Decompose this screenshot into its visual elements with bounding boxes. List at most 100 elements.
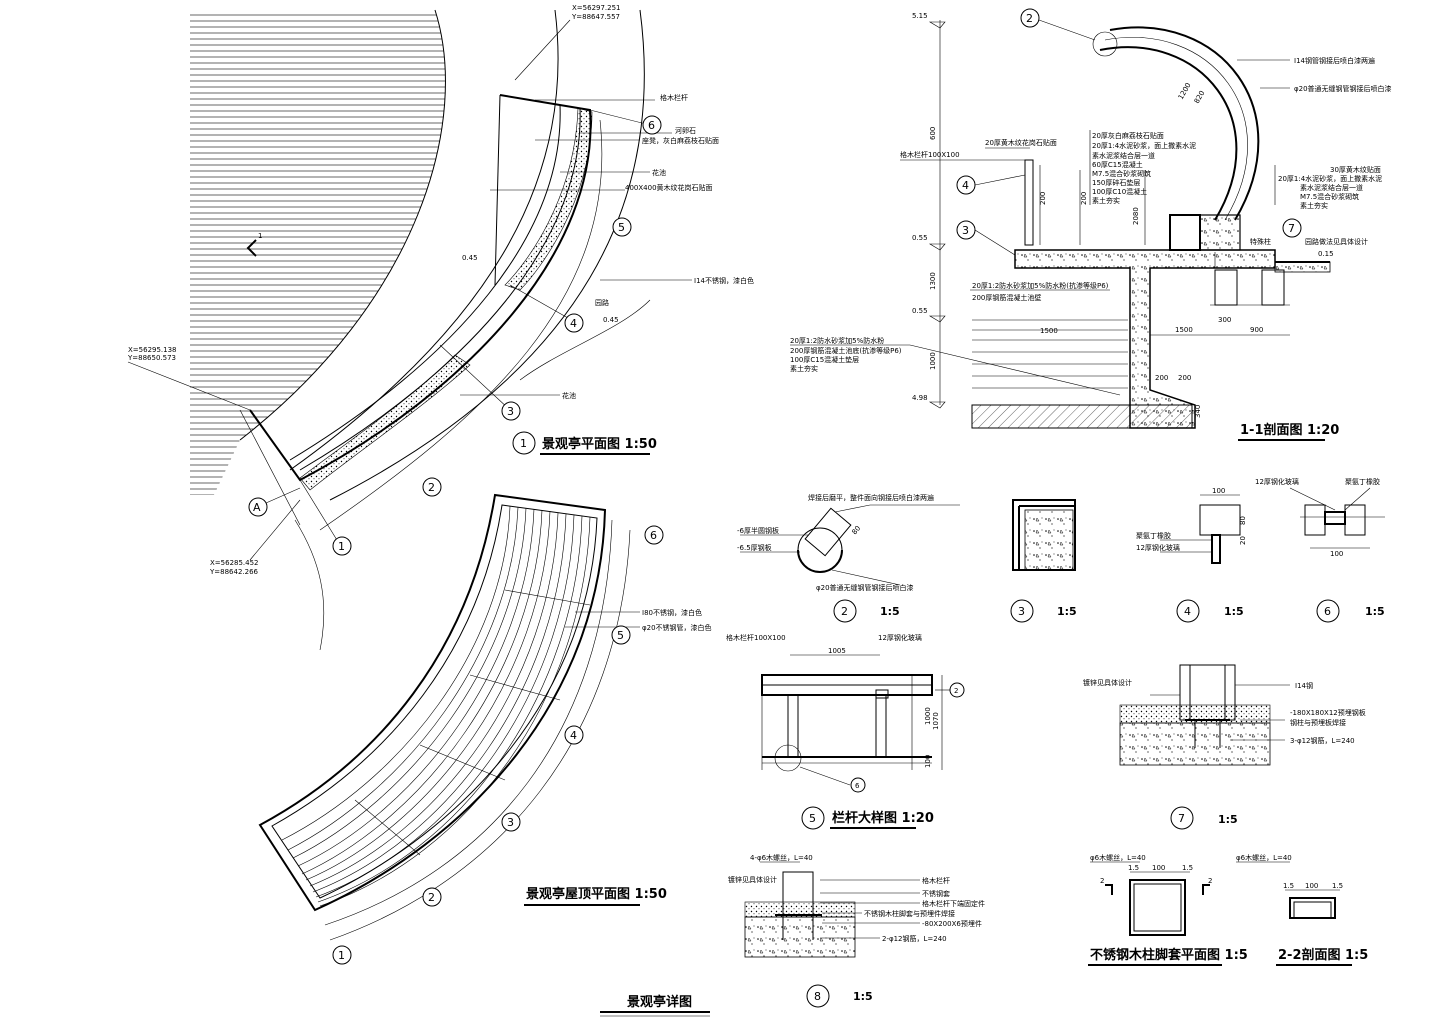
svg-text:1000: 1000 <box>929 352 937 370</box>
svg-text:M7.5混合砂浆砌筑: M7.5混合砂浆砌筑 <box>1300 192 1359 201</box>
section-floor-note-3: 100厚C15混凝土垫层 <box>790 355 859 364</box>
plan-note-paving: 400X400黄木纹花岗石贴面 <box>625 183 713 192</box>
roof-bubble-6: 6 <box>650 529 657 542</box>
detail-column-sleeve-plan: φ6木螺丝，L=40 1.5 100 1.5 2 2 不锈钢木柱脚套平面图 1:… <box>1088 853 1248 966</box>
col-section-mark-left: 2 <box>1100 877 1104 885</box>
svg-text:素水泥浆结合层一道: 素水泥浆结合层一道 <box>1300 183 1363 192</box>
section-pool-water <box>972 319 1128 389</box>
svg-text:150厚碎石垫层: 150厚碎石垫层 <box>1092 178 1140 187</box>
section-level-4: 4.98 <box>912 394 928 402</box>
detail8-note-weld: 不锈钢木柱脚套与预埋件焊接 <box>864 909 955 918</box>
roof-bubble-3: 3 <box>507 816 514 829</box>
detail7-bubble: 7 <box>1178 812 1185 825</box>
plan-bubble-4: 4 <box>570 317 577 330</box>
detail7-scale: 1:5 <box>1218 813 1238 826</box>
col-title: 不锈钢木柱脚套平面图 1:5 <box>1090 947 1248 963</box>
col-section-mark-right: 2 <box>1208 877 1212 885</box>
svg-text:30厚黄木纹贴面: 30厚黄木纹贴面 <box>1330 165 1381 174</box>
detail-3-bench-corner: 3 1:5 <box>1010 499 1077 623</box>
plan-title: 景观亭平面图 1:50 <box>542 436 657 452</box>
plan-coord-bottom-x: X=56285.452 <box>210 559 259 567</box>
detail6-scale: 1:5 <box>1365 605 1385 618</box>
svg-text:1500: 1500 <box>1040 327 1058 335</box>
plan-note-railing: 格木栏杆 <box>660 93 688 102</box>
svg-text:1300: 1300 <box>929 272 937 290</box>
svg-text:80: 80 <box>1239 516 1247 525</box>
section-bench-block <box>1199 214 1241 251</box>
col-note-screw: φ6木螺丝，L=40 <box>1090 853 1146 862</box>
section-note-railing: 格木栏杆100X100 <box>900 150 960 159</box>
pavilion-roof-plan: Ⅰ80不锈钢，漆白色 φ20不锈钢管，漆白色 6 5 4 3 2 1 景观亭屋顶… <box>258 493 712 965</box>
svg-text:20: 20 <box>1239 536 1247 545</box>
svg-text:60厚C15混凝土: 60厚C15混凝土 <box>1092 160 1143 169</box>
svg-text:20厚1:4水泥砂浆，面上撒素水泥: 20厚1:4水泥砂浆，面上撒素水泥 <box>1278 174 1382 183</box>
plan-note-pebble: 河卵石 <box>675 126 696 135</box>
section-bench-layers: 20厚灰白麻荔枝石贴面 20厚1:4水泥砂浆，面上撒素水泥 素水泥浆结合层一道 … <box>1089 130 1196 205</box>
detail8-note-embed: -80X200X6预埋件 <box>922 919 982 928</box>
detail2-note-weld: 焊接后磨平，整件面向钢接后喷白漆两遍 <box>808 493 934 502</box>
svg-text:20厚1:4水泥砂浆，面上撒素水泥: 20厚1:4水泥砂浆，面上撒素水泥 <box>1092 141 1196 150</box>
svg-text:1.5: 1.5 <box>1283 882 1294 890</box>
roof-bubble-5: 5 <box>617 629 624 642</box>
detail3-scale: 1:5 <box>1057 605 1077 618</box>
section-level-2: 0.55 <box>912 234 928 242</box>
detail6-note-rubber: 聚氨丁橡胶 <box>1345 477 1380 486</box>
svg-text:100厚C10混凝土: 100厚C10混凝土 <box>1092 187 1147 196</box>
bench-strip <box>504 107 593 291</box>
detail5-title: 栏杆大样图 1:20 <box>832 810 934 826</box>
detail-6-glass-clamp: 100 12厚钢化玻璃 聚氨丁橡胶 6 1:5 <box>1255 477 1385 623</box>
section-bubble-2: 2 <box>1026 12 1033 25</box>
detail-section-2-2: φ6木螺丝，L=40 1.5 100 1.5 2-2剖面图 1:5 <box>1236 853 1368 966</box>
sec22-title: 2-2剖面图 1:5 <box>1278 947 1368 963</box>
section-right-layers: 30厚黄木纹贴面 20厚1:4水泥砂浆，面上撒素水泥 素水泥浆结合层一道 M7.… <box>1274 165 1382 210</box>
plan-bubble-2: 2 <box>428 481 435 494</box>
detail2-note-pipe: φ20普通无缝钢管钢接后喷白漆 <box>816 583 914 592</box>
section-level-3: 0.55 <box>912 307 928 315</box>
svg-text:200: 200 <box>1178 374 1191 382</box>
detail7-note-steel: Ⅰ14钢 <box>1295 681 1313 690</box>
detail2-dim: 80 <box>850 524 862 536</box>
plan-coord-top-x: X=56297.251 <box>572 4 621 12</box>
section-floor-note-4: 素土夯实 <box>790 364 818 373</box>
roof-note-steel-beam: Ⅰ80不锈钢，漆白色 <box>642 608 702 617</box>
detail6-bubble: 6 <box>1324 605 1331 618</box>
plan-note-planter: 花池 <box>652 168 666 177</box>
detail8-note-finish: 镀锌见具体设计 <box>728 875 777 884</box>
svg-text:100: 100 <box>1330 550 1343 558</box>
svg-text:素水泥浆结合层一道: 素水泥浆结合层一道 <box>1092 151 1155 160</box>
plan-bubble-3: 3 <box>507 405 514 418</box>
detail8-bubble: 8 <box>814 990 821 1003</box>
svg-text:100: 100 <box>1305 882 1318 890</box>
detail-8-railing-base: 4-φ6木螺丝，L=40 镀锌见具体设计 格木栏杆 不锈钢套 格木栏杆下端固定件… <box>728 853 985 1008</box>
roof-bubble-4: 4 <box>570 729 577 742</box>
plan-axis-a: A <box>253 501 261 514</box>
detail5-bubble: 5 <box>809 812 816 825</box>
plan-title-number: 1 <box>520 437 527 450</box>
bench-strip-lower <box>299 354 471 491</box>
detail8-note-rebar: 2-φ12钢筋，L=240 <box>882 934 947 943</box>
detail-4-glass-joint: 100 80 20 聚氨丁橡胶 12厚钢化玻璃 4 1:5 <box>1136 487 1247 623</box>
plan-section-mark: 1 <box>258 232 262 240</box>
detail4-note-rubber: 聚氨丁橡胶 <box>1136 531 1171 540</box>
svg-text:100: 100 <box>1212 487 1225 495</box>
sheet-title: 景观亭详图 <box>627 994 692 1010</box>
sheet-title-block: 景观亭详图 <box>600 994 710 1017</box>
section-1-1: 5.15 0.55 0.55 4.98 1200 820 Ⅰ14钢管钢接后喷白漆… <box>790 8 1392 441</box>
detail7-note-finish: 镀锌见具体设计 <box>1083 678 1132 687</box>
roof-slats <box>281 505 591 907</box>
svg-text:340: 340 <box>1194 405 1202 418</box>
section-right-level: 0.15 <box>1318 250 1334 258</box>
svg-text:1.5: 1.5 <box>1128 864 1139 872</box>
detail5-callout-6: 6 <box>855 782 860 790</box>
detail7-note-rebar: 3-φ12钢筋，L=240 <box>1290 736 1355 745</box>
plan-bubble-6: 6 <box>648 119 655 132</box>
plan-note-bench: 座凳，灰白麻荔枝石贴面 <box>642 136 719 145</box>
section-pool-note-2: 200厚钢筋混凝土池壁 <box>972 293 1041 302</box>
detail4-note-glass: 12厚钢化玻璃 <box>1136 543 1180 552</box>
detail2-note-plate: -6.5厚钢板 <box>737 543 772 552</box>
svg-text:素土夯实: 素土夯实 <box>1300 201 1328 210</box>
detail2-scale: 1:5 <box>880 605 900 618</box>
svg-text:600: 600 <box>929 127 937 140</box>
plan-coord-bottom-y: Y=88642.266 <box>209 568 259 576</box>
